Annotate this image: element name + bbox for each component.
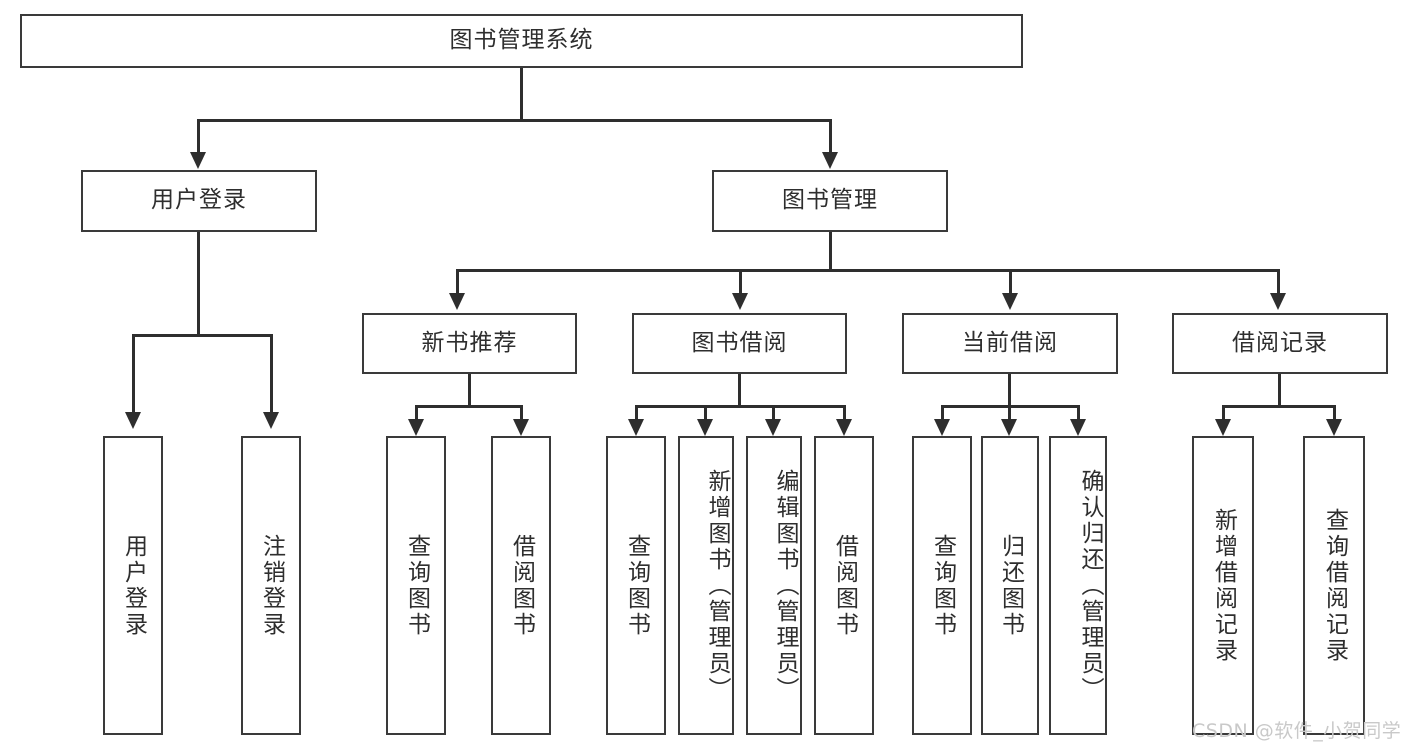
edge-bm-to-new-book [456,269,459,296]
node-label: 归还图书 [997,533,1024,638]
arrow-br-to-add [1215,419,1231,436]
node-current-borrow[interactable]: 当前借阅 [902,313,1118,374]
arrow-br-to-query [1326,419,1342,436]
node-label: 当前借阅 [962,329,1058,356]
edge-br-to-query [1333,405,1336,422]
arrow-root-to-book-management [822,152,838,169]
arrow-cb-to-query [934,419,950,436]
arrow-cb-to-confirm [1070,419,1086,436]
edge-nbr-bus [415,405,523,408]
edge-bb-to-query [635,405,638,422]
node-label: 新书推荐 [421,329,518,356]
node-label: 新增借阅记录 [1210,507,1237,664]
edge-cb-stem [1008,374,1011,407]
arrow-bb-to-query [628,419,644,436]
node-book-management[interactable]: 图书管理 [712,170,948,232]
leaf-bb-borrow-book[interactable]: 借阅图书 [814,436,874,735]
edge-br-stem [1278,374,1281,407]
arrow-bm-to-borrow-record [1270,293,1286,310]
node-label: 借阅图书 [831,533,858,638]
edge-user-login-to-login [132,334,135,414]
leaf-nbr-query-book[interactable]: 查询图书 [386,436,446,735]
edge-user-login-stem [197,232,200,337]
edge-bm-to-current-borrow [1009,269,1012,296]
node-label: 注销登录 [258,533,285,638]
node-label: 查询图书 [403,533,430,638]
edge-br-bus [1222,405,1336,408]
edge-root-to-user-login [197,119,200,155]
edge-book-management-stem [829,232,832,272]
arrow-bm-to-current-borrow [1002,293,1018,310]
arrow-bb-to-edit [765,419,781,436]
arrow-bb-to-borrow [836,419,852,436]
edge-bb-stem [738,374,741,407]
node-root-book-management-system[interactable]: 图书管理系统 [20,14,1023,68]
leaf-bb-edit-book-admin[interactable]: 编辑图书（管理员） [746,436,802,735]
edge-bb-to-add [704,405,707,422]
edge-bm-to-borrow-record [1277,269,1280,296]
leaf-bb-add-book-admin[interactable]: 新增图书（管理员） [678,436,734,735]
leaf-user-logout[interactable]: 注销登录 [241,436,301,735]
leaf-bb-query-book[interactable]: 查询图书 [606,436,666,735]
edge-user-login-bus [132,334,273,337]
node-label: 确认归还（管理员） [1077,468,1103,703]
edge-user-login-to-logout [270,334,273,414]
node-label: 用户登录 [151,187,247,214]
node-label: 借阅图书 [508,533,535,638]
node-label: 编辑图书（管理员） [772,468,798,703]
node-label: 查询借阅记录 [1321,507,1348,664]
node-label: 图书管理系统 [449,27,594,54]
edge-bb-to-edit [772,405,775,422]
node-label: 图书借阅 [691,329,788,356]
edge-bm-to-book-borrow [739,269,742,296]
edge-bb-bus [635,405,846,408]
arrow-root-to-user-login [190,152,206,169]
node-book-borrow[interactable]: 图书借阅 [632,313,847,374]
arrow-bm-to-book-borrow [732,293,748,310]
arrow-bm-to-new-book [449,293,465,310]
node-user-login[interactable]: 用户登录 [81,170,317,232]
edge-book-management-bus [456,269,1279,272]
node-label: 查询图书 [623,533,650,638]
arrow-user-login-to-logout [263,412,279,429]
node-label: 新增图书（管理员） [704,468,730,703]
arrow-user-login-to-login [125,412,141,429]
leaf-nbr-borrow-book[interactable]: 借阅图书 [491,436,551,735]
leaf-user-login[interactable]: 用户登录 [103,436,163,735]
arrow-nbr-to-borrow [513,419,529,436]
leaf-br-query-record[interactable]: 查询借阅记录 [1303,436,1365,735]
node-new-book-recommend[interactable]: 新书推荐 [362,313,577,374]
edge-cb-to-confirm [1077,405,1080,422]
leaf-br-add-record[interactable]: 新增借阅记录 [1192,436,1254,735]
edge-nbr-to-borrow [520,405,523,422]
node-label: 借阅记录 [1232,329,1328,356]
arrow-nbr-to-query [408,419,424,436]
leaf-cb-return-book[interactable]: 归还图书 [981,436,1039,735]
node-label: 用户登录 [120,533,147,638]
node-label: 图书管理 [782,187,878,214]
edge-cb-to-query [941,405,944,422]
leaf-cb-confirm-return-admin[interactable]: 确认归还（管理员） [1049,436,1107,735]
edge-br-to-add [1222,405,1225,422]
edge-root-bus [197,119,832,122]
leaf-cb-query-book[interactable]: 查询图书 [912,436,972,735]
edge-bb-to-borrow [843,405,846,422]
node-label: 查询图书 [929,533,956,638]
node-borrow-record[interactable]: 借阅记录 [1172,313,1388,374]
arrow-bb-to-add [697,419,713,436]
arrow-cb-to-return [1001,419,1017,436]
edge-root-stem [520,68,523,120]
edge-nbr-to-query [415,405,418,422]
edge-cb-to-return [1008,405,1011,422]
edge-nbr-stem [468,374,471,407]
edge-root-to-book-management [829,119,832,155]
